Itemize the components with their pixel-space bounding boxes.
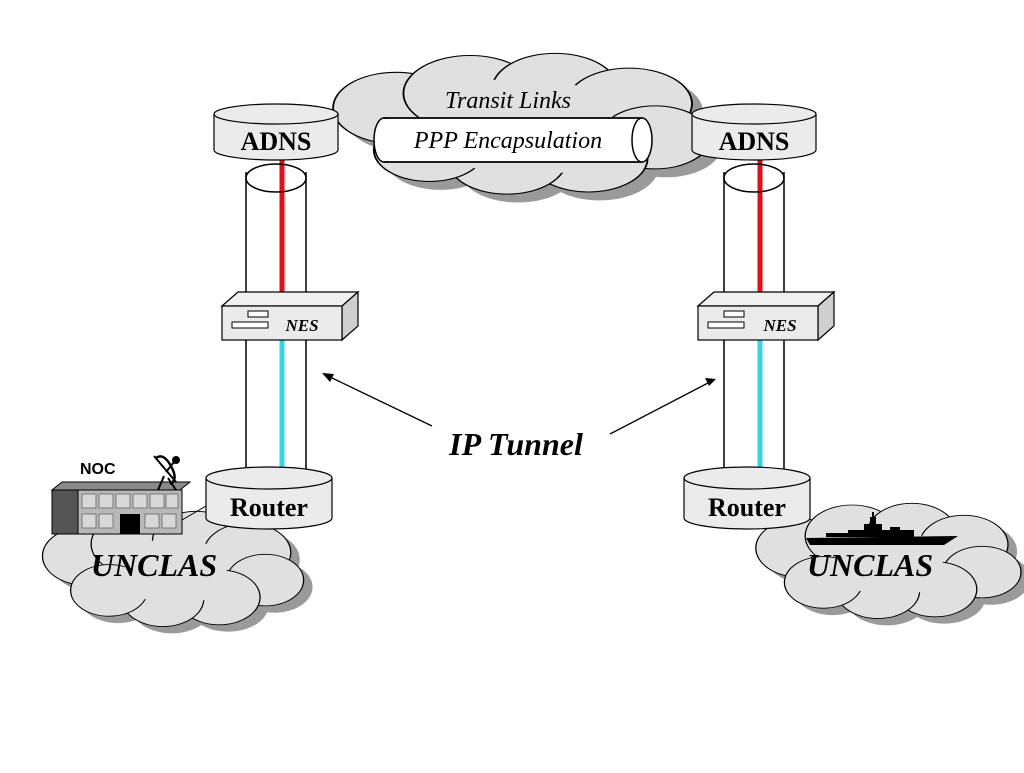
- ppp-pipe: PPP Encapsulation: [373, 117, 653, 163]
- unclas-left-cloud: UNCLAS: [41, 510, 313, 634]
- right-tunnel: [723, 160, 785, 478]
- building-icon: NOC: [50, 461, 192, 535]
- transit-links-label: Transit Links: [445, 88, 571, 114]
- noc-router-link: [181, 505, 207, 521]
- transit-cloud: Transit Links PPP Encapsulation: [332, 52, 722, 203]
- noc-label: NOC: [80, 461, 116, 478]
- adns-right-label: ADNS: [719, 127, 790, 156]
- adns-right-node: ADNS: [691, 103, 817, 161]
- nes-right-label: NES: [762, 316, 796, 335]
- satellite-dish-icon: [153, 455, 180, 491]
- nes-left-label: NES: [284, 316, 318, 335]
- nes-left-node: NES: [220, 290, 360, 342]
- unclas-right-cloud: UNCLAS: [755, 502, 1024, 626]
- unclas-right-label: UNCLAS: [807, 547, 933, 583]
- unclas-left-label: UNCLAS: [91, 547, 217, 583]
- router-left-node: Router: [205, 466, 333, 530]
- nes-right-node: NES: [696, 290, 836, 342]
- router-left-label: Router: [230, 493, 308, 522]
- ip-tunnel-label: IP Tunnel: [448, 426, 583, 462]
- router-right-node: Router: [683, 466, 811, 530]
- router-right-label: Router: [708, 493, 786, 522]
- adns-left-node: ADNS: [213, 103, 339, 161]
- adns-left-label: ADNS: [241, 127, 312, 156]
- ip-tunnel-callout: IP Tunnel: [322, 373, 716, 462]
- ppp-encapsulation-label: PPP Encapsulation: [413, 128, 602, 154]
- ship-icon: [806, 512, 958, 545]
